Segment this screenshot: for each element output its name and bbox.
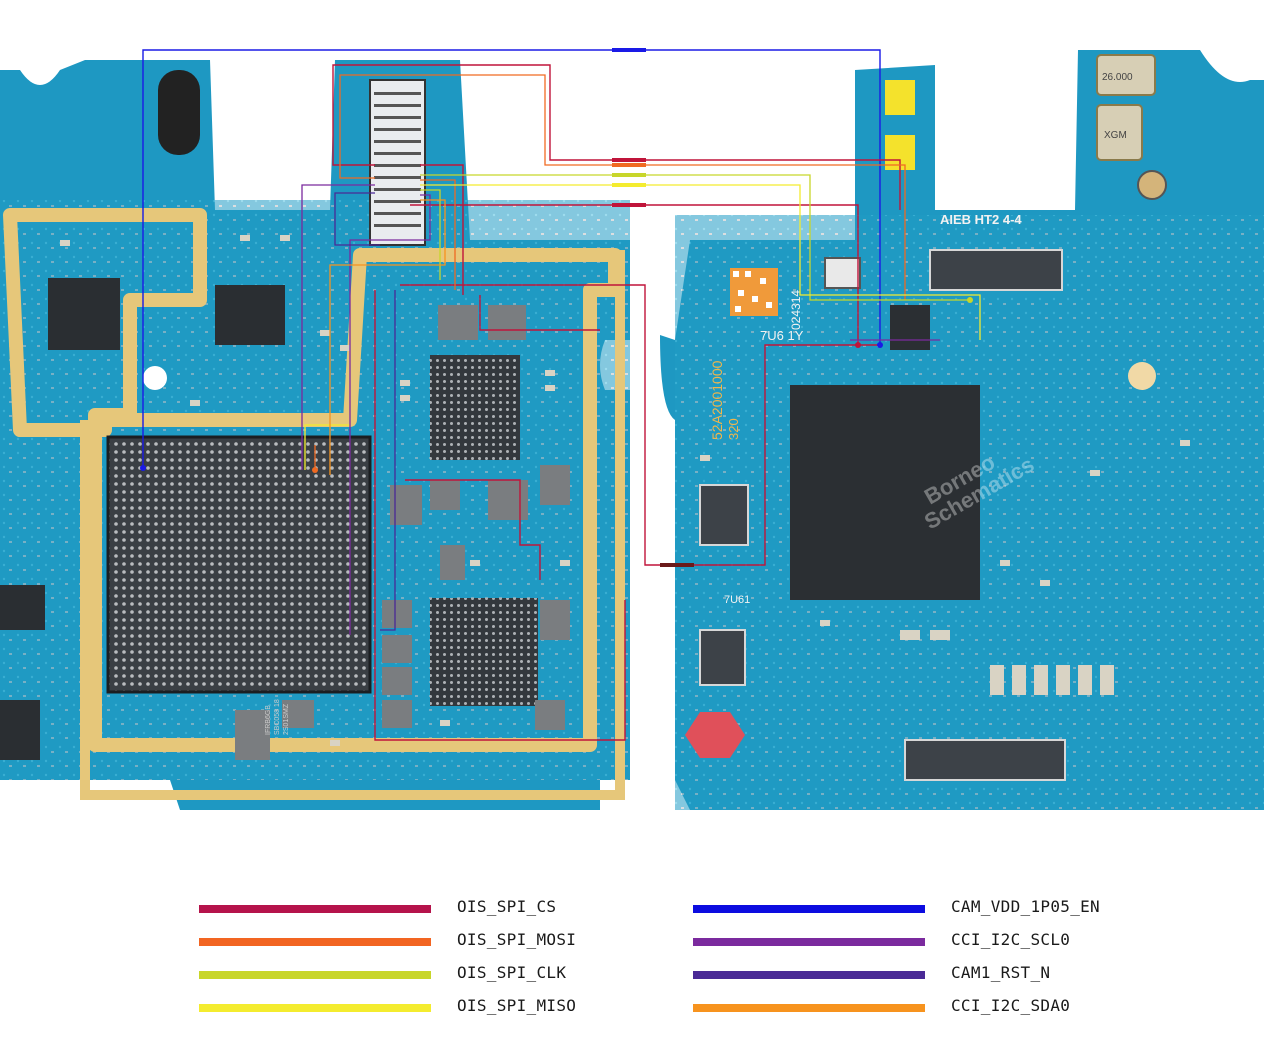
left-chip-marking-1: IFRB6GB xyxy=(265,705,272,735)
crystal-a-label: 26.000 xyxy=(1102,72,1133,83)
passives-right xyxy=(700,440,1190,695)
ic-left-d xyxy=(0,700,40,760)
left-chip-marking-2: SBC058 18 xyxy=(274,699,281,735)
trace-cci-i2c-scl0 xyxy=(301,184,940,635)
trace-markers xyxy=(140,48,973,567)
legend-swatch xyxy=(693,1004,925,1012)
right-ic-small xyxy=(890,305,930,350)
trace-cam1-rst-n xyxy=(334,192,396,631)
legend-label: CAM_VDD_1P05_EN xyxy=(951,897,1100,916)
legend-label: OIS_SPI_MISO xyxy=(457,996,577,1015)
mic-component xyxy=(824,257,861,289)
crystal-b-label: XGM xyxy=(1104,130,1127,141)
shield-frame xyxy=(3,208,622,752)
right-silkscreen-code-b: 7U6 1Y xyxy=(760,328,804,343)
legend-swatch xyxy=(693,905,925,913)
right-silkscreen-code-d: 320 xyxy=(726,418,741,440)
crystal-b xyxy=(1096,104,1143,161)
legend-label: OIS_SPI_MOSI xyxy=(457,930,577,949)
memory-bga-bottom xyxy=(430,598,538,706)
crystal-a xyxy=(1096,54,1156,96)
trace-cam-vdd-1p05-en xyxy=(142,49,881,468)
yellow-pad-a xyxy=(885,80,915,115)
connector-mini-b xyxy=(699,629,746,686)
legend-label: OIS_SPI_CS xyxy=(457,897,557,916)
soc-bga xyxy=(106,435,372,694)
gold-round-pad xyxy=(1128,362,1156,390)
speaker-slot xyxy=(158,70,200,155)
memory-bga-top xyxy=(430,355,520,460)
right-silkscreen-part: 7U61 xyxy=(724,594,750,606)
rf-connector xyxy=(1137,170,1167,200)
legend-label: CCI_I2C_SDA0 xyxy=(951,996,1071,1015)
red-test-pad xyxy=(685,712,745,758)
trace-ois-spi-miso xyxy=(304,184,981,470)
ic-left-c xyxy=(0,585,45,630)
connector-pins xyxy=(374,92,421,227)
right-silkscreen-code-c: 52A2001000 xyxy=(709,360,725,440)
shield-frame-inner xyxy=(80,250,625,800)
right-silkscreen-top: AIEB HT2 4-4 xyxy=(940,212,1022,227)
left-board: IFRB6GB SBC058 18 2S01SMZ xyxy=(0,60,630,810)
datamatrix-cells xyxy=(733,271,772,312)
legend-label: OIS_SPI_CLK xyxy=(457,963,567,982)
legend-swatch xyxy=(693,938,925,946)
legend-swatch xyxy=(199,971,431,979)
legend-swatch xyxy=(199,938,431,946)
right-board: 26.000 XGM AIEB HT2 4-4 024 xyxy=(660,50,1264,810)
trace-ois-spi-cs xyxy=(332,64,901,741)
legend-label: CCI_I2C_SCL0 xyxy=(951,930,1071,949)
right-main-ic xyxy=(790,385,980,600)
legend-swatch xyxy=(693,971,925,979)
pcb-board-diagram: IFRB6GB SBC058 18 2S01SMZ 26.000 XGM xyxy=(0,48,1264,810)
connector-top-right xyxy=(929,249,1063,291)
legend-label: CAM1_RST_N xyxy=(951,963,1051,982)
passives-left xyxy=(60,235,570,746)
inductors-left xyxy=(235,305,570,760)
legend-swatch xyxy=(199,905,431,913)
right-silkscreen-code-a: 024314 xyxy=(789,290,803,330)
board-connector xyxy=(369,79,426,246)
connector-mini-a xyxy=(699,484,749,546)
ic-left-b xyxy=(215,285,285,345)
trace-cci-i2c-sda0 xyxy=(329,199,446,475)
ic-left-a xyxy=(48,278,120,350)
legend-swatch xyxy=(199,1004,431,1012)
mount-hole-left xyxy=(143,366,167,390)
left-chip-marking-3: 2S01SMZ xyxy=(283,703,290,735)
connector-bottom-right xyxy=(904,739,1066,781)
